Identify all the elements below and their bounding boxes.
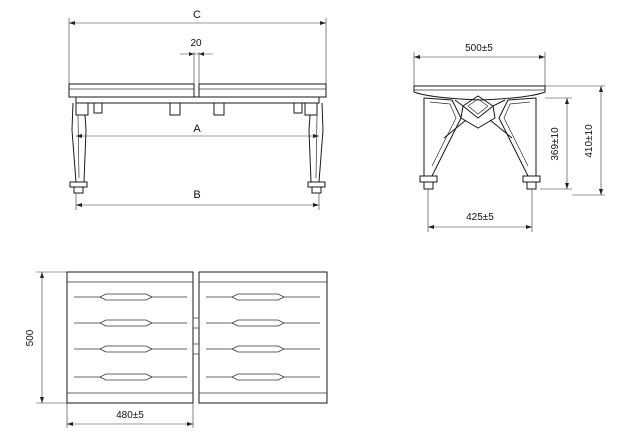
dim-b-label: B [193, 189, 200, 201]
dim-a-label: A [193, 123, 201, 135]
front-view: C 20 [68, 9, 327, 210]
side-hub [454, 95, 506, 129]
front-seats [68, 83, 327, 104]
dim-side-width-label: 500±5 [465, 43, 493, 54]
dim-seat-height-label: 369±10 [550, 127, 561, 161]
dimension-plan-depth: 500 [25, 271, 70, 404]
dimension-seat-height: 369±10 [540, 97, 572, 190]
dimension-c: C [68, 9, 327, 84]
dimension-foot-span: 425±5 [427, 189, 533, 232]
plan-seat-right [198, 271, 328, 404]
side-view: 500±5 369±1 [413, 43, 605, 232]
plan-seat-left [66, 271, 194, 404]
dimension-gap: 20 [180, 38, 213, 84]
dimension-b: B [75, 189, 320, 210]
dimension-total-height: 410±10 [545, 85, 605, 196]
plan-connectors [192, 317, 200, 355]
dim-c-label: C [193, 9, 201, 21]
side-legs [419, 97, 541, 190]
dimension-side-width: 500±5 [413, 43, 546, 88]
dim-plan-width-label: 480±5 [116, 410, 144, 421]
dim-plan-depth-label: 500 [25, 329, 36, 346]
dim-foot-span-label: 425±5 [466, 212, 494, 223]
front-legs [69, 102, 326, 194]
front-brackets [75, 103, 318, 116]
dimension-a: A [76, 123, 319, 138]
dim-total-height-label: 410±10 [584, 124, 595, 158]
dim-gap-label: 20 [190, 38, 202, 49]
plan-view: 500 [25, 271, 328, 428]
side-seat [413, 85, 546, 101]
dimension-plan-width: 480±5 [66, 403, 194, 428]
